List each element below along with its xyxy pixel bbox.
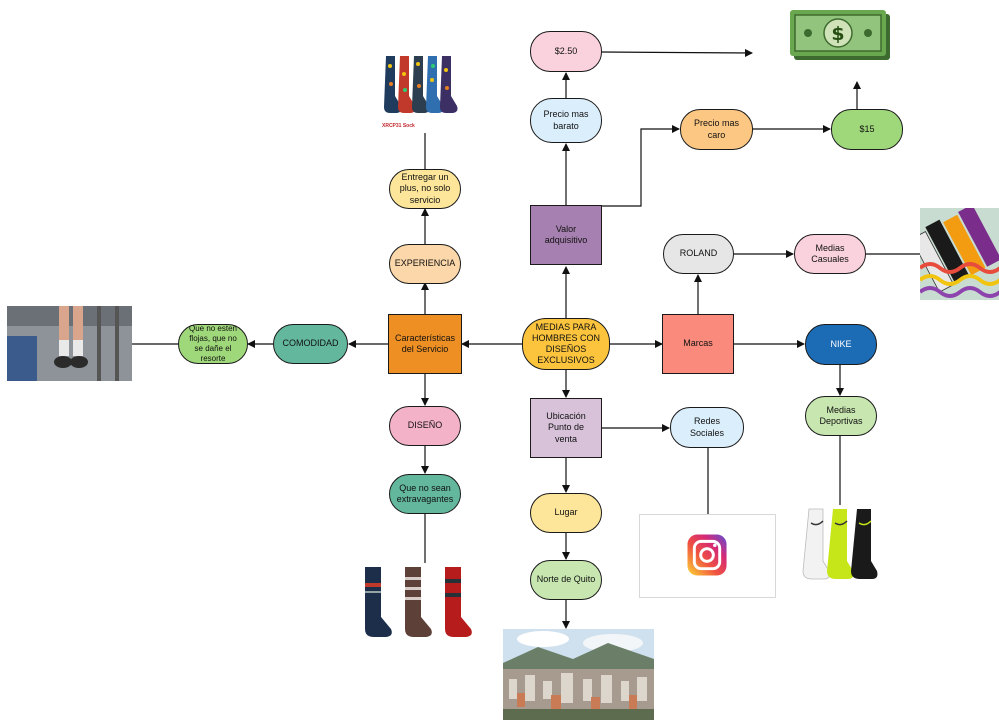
comodidad-node: COMODIDAD <box>273 324 348 364</box>
medias-casuales-node: Medias Casuales <box>794 234 866 274</box>
marcas-node: Marcas <box>662 314 734 374</box>
roland-node: ROLAND <box>663 234 734 274</box>
precio-barato-node: Precio mas barato <box>530 98 602 143</box>
casual-socks-photo <box>920 208 999 300</box>
flojas-node: Que no esten flojas, que no se dañe el r… <box>178 324 248 364</box>
caracteristicas-servicio-node: Características del Servicio <box>388 314 462 374</box>
entregar-plus-node: Entregar un plus, no solo servicio <box>389 169 461 209</box>
legs-socks-photo <box>7 306 132 381</box>
norte-quito-node: Norte de Quito <box>530 560 602 600</box>
medias-deportivas-node: Medias Deportivas <box>805 396 877 436</box>
nike-socks-photo <box>801 505 881 588</box>
diseno-node: DISEÑO <box>389 406 461 446</box>
center-node: MEDIAS PARA HOMBRES CON DISEÑOS EXCLUSIV… <box>522 318 610 370</box>
nike-node: NIKE <box>805 324 877 365</box>
price-15-node: $15 <box>831 109 903 150</box>
edge-valor-caro <box>601 125 680 207</box>
money-bill-icon: $ <box>788 8 892 62</box>
quito-city-photo <box>503 629 654 720</box>
redes-sociales-node: Redes Sociales <box>670 407 744 448</box>
instagram-icon <box>639 514 776 598</box>
socks-caption: XRCP31 Sock <box>382 123 415 129</box>
extravagantes-node: Que no sean extravagantes <box>389 474 461 514</box>
design-socks-photo <box>357 563 489 643</box>
svg-text:$: $ <box>831 23 844 45</box>
edge-price-money <box>601 48 753 57</box>
precio-caro-node: Precio mas caro <box>680 109 753 150</box>
price-2-50-node: $2.50 <box>530 31 602 72</box>
patterned-socks-photo: XRCP31 Sock <box>378 52 470 133</box>
lugar-node: Lugar <box>530 493 602 533</box>
experiencia-node: EXPERIENCIA <box>389 244 461 284</box>
valor-adquisitivo-node: Valor adquisitivo <box>530 205 602 265</box>
ubicacion-punto-venta-node: Ubicación Punto de venta <box>530 398 602 458</box>
